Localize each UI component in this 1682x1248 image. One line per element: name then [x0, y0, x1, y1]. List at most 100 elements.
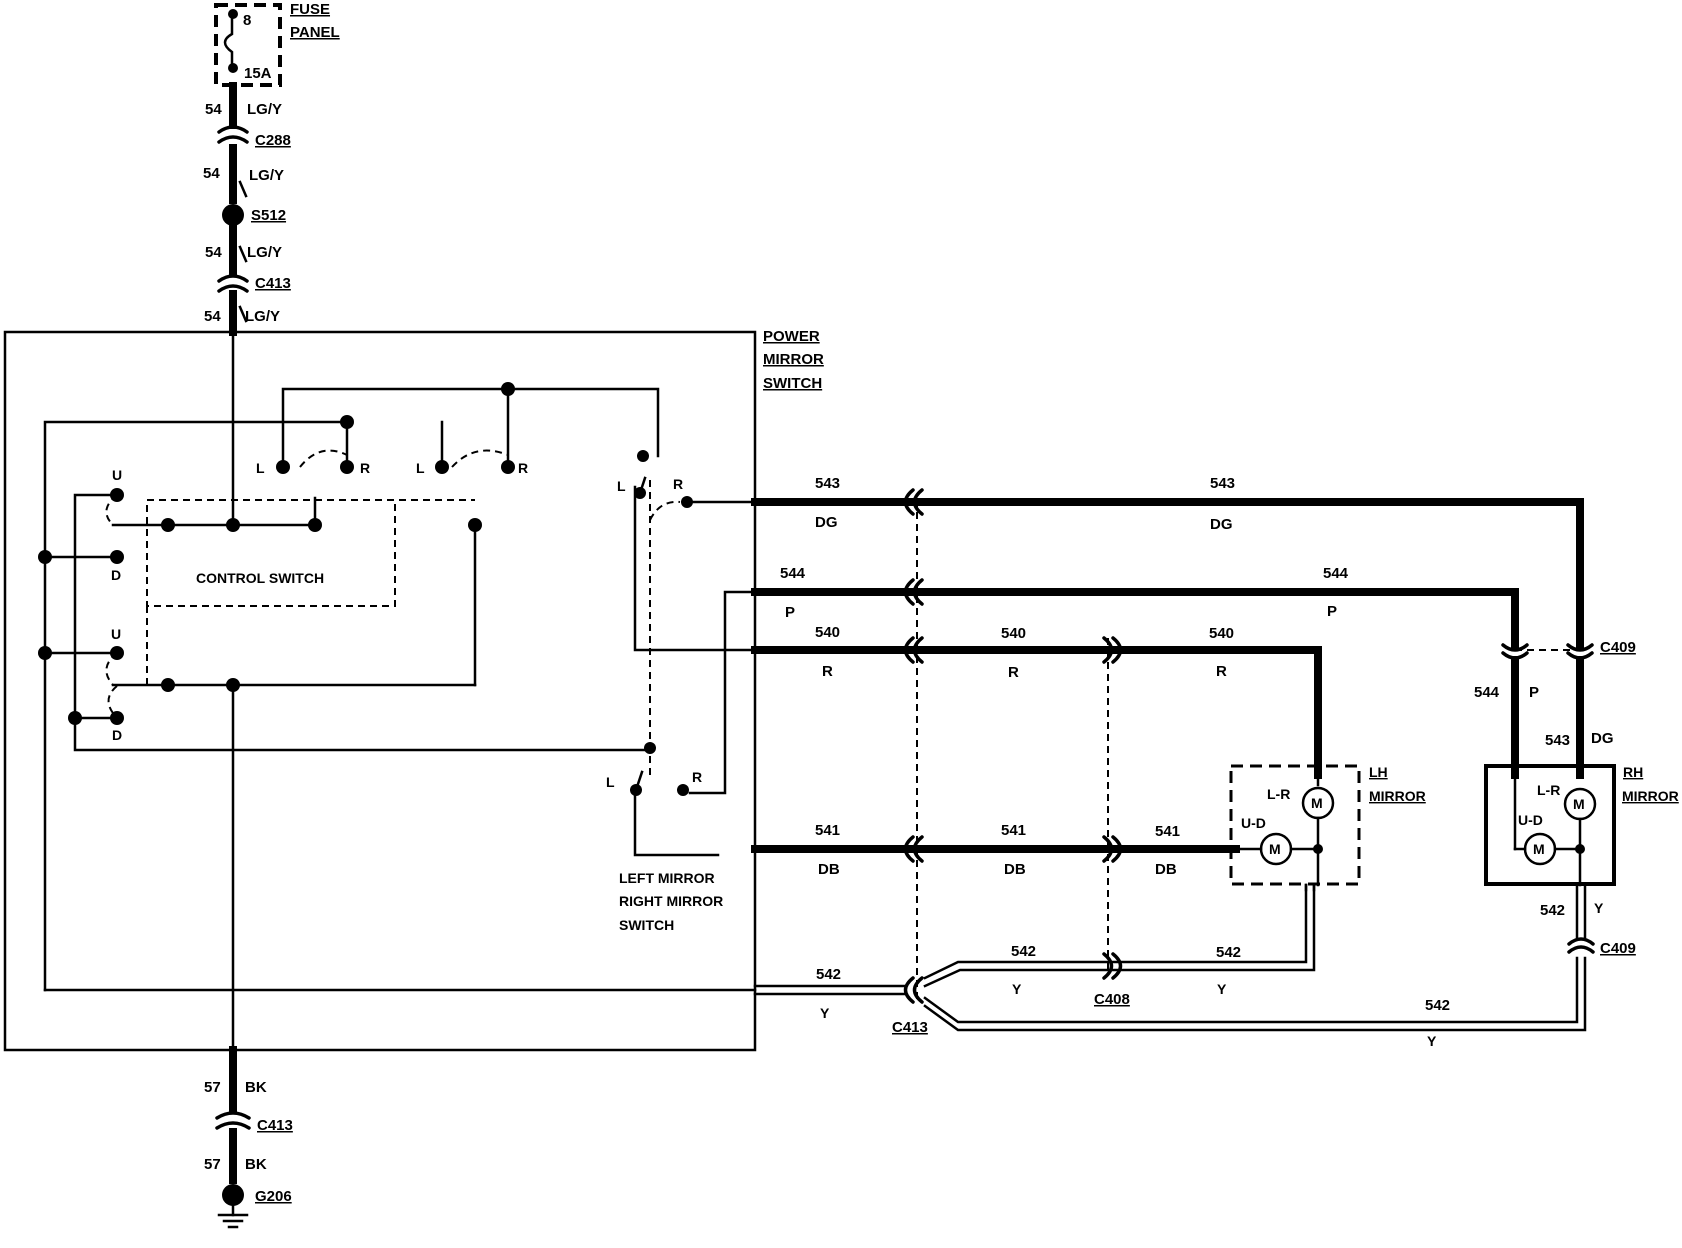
connector-c409-top-label: C409	[1600, 639, 1636, 656]
wire-544-circuit-3: 544	[1474, 684, 1500, 701]
ground-g206	[222, 1184, 244, 1206]
feed-color-2: LG/Y	[249, 167, 284, 184]
ground-wire	[215, 1046, 251, 1229]
ground-connector-label: C413	[257, 1117, 293, 1134]
wire-540-color-3: R	[1216, 663, 1227, 680]
wire-542-color-4: Y	[1427, 1033, 1437, 1049]
wire-543-circuit-1: 543	[815, 475, 840, 492]
splice-s512-label: S512	[251, 207, 286, 224]
rh-mirror-label-line2: MIRROR	[1622, 788, 1679, 804]
wire-542	[753, 883, 1587, 1032]
lh-ud-motor-symbol: M	[1269, 841, 1281, 857]
selector-r-bottom: R	[692, 769, 702, 785]
feed-color-3: LG/Y	[247, 244, 282, 261]
control-switch-label: CONTROL SWITCH	[196, 570, 324, 586]
contact-r-1: R	[360, 460, 370, 476]
selector-switch-label-line2: RIGHT MIRROR	[619, 893, 723, 909]
rh-mirror-label-line1: RH	[1623, 764, 1643, 780]
wire-542-circuit-4: 542	[1425, 997, 1450, 1014]
contact-l-2: L	[416, 460, 425, 476]
wire-542-color-1: Y	[820, 1005, 830, 1021]
wire-543-circuit-3: 543	[1545, 732, 1570, 749]
power-mirror-switch-box	[3, 330, 757, 1052]
lh-mirror-label-line2: MIRROR	[1369, 788, 1426, 804]
wire-540-color-2: R	[1008, 664, 1019, 681]
wire-544-color-3: P	[1529, 684, 1539, 701]
fuse-number: 8	[243, 12, 251, 29]
wire-543-circuit-2: 543	[1210, 475, 1235, 492]
wire-540-circuit-3: 540	[1209, 625, 1234, 642]
ground-color-top: BK	[245, 1079, 267, 1096]
feed-circuit-4: 54	[204, 308, 221, 325]
rh-lr-label: L-R	[1537, 782, 1560, 798]
switch-internal-wiring	[43, 330, 757, 1052]
wire-541-color-2: DB	[1004, 861, 1026, 878]
connector-c409-top	[1501, 643, 1594, 660]
rh-ud-label: U-D	[1518, 812, 1543, 828]
wire-542-circuit-2: 542	[1011, 943, 1036, 960]
wire-544-color-1: P	[785, 604, 795, 621]
rh-lr-motor-symbol: M	[1573, 796, 1585, 812]
selector-l-bottom: L	[606, 774, 615, 790]
power-feed-wire	[217, 82, 249, 336]
selector-l-top: L	[617, 478, 626, 494]
feed-color-1: LG/Y	[247, 101, 282, 118]
fuse-panel-label-line1: FUSE	[290, 1, 330, 18]
wire-542-circuit-3: 542	[1216, 944, 1241, 961]
wire-543	[751, 498, 1584, 779]
wire-544	[751, 588, 1519, 779]
wire-541-circuit-2: 541	[1001, 822, 1026, 839]
wire-540	[751, 646, 1322, 779]
wire-541-circuit-1: 541	[815, 822, 840, 839]
wire-542-color-5: Y	[1594, 900, 1604, 916]
feed-circuit-3: 54	[205, 244, 222, 261]
wire-541-circuit-3: 541	[1155, 823, 1180, 840]
wire-544-circuit-2: 544	[1323, 565, 1349, 582]
connector-c413-label: C413	[892, 1019, 928, 1036]
switch-linkages	[105, 449, 681, 780]
connector-c408-label: C408	[1094, 991, 1130, 1008]
contact-d-2: D	[112, 727, 122, 743]
connector-c408	[1102, 636, 1123, 980]
contact-l-1: L	[256, 460, 265, 476]
connector-c413	[903, 488, 924, 1004]
wire-540-circuit-1: 540	[815, 624, 840, 641]
contact-u-1: U	[112, 467, 122, 483]
selector-r-top: R	[673, 476, 683, 492]
lh-mirror	[1229, 764, 1361, 892]
control-switch-contacts	[38, 382, 515, 725]
wire-542-circuit-1: 542	[816, 966, 841, 983]
selector-switch	[630, 450, 693, 796]
wire-544-circuit-1: 544	[780, 565, 806, 582]
ground-point-label: G206	[255, 1188, 292, 1205]
splice-s512	[222, 204, 244, 226]
connector-c413-top-label: C413	[255, 275, 291, 292]
power-mirror-switch-label-line3: SWITCH	[763, 375, 822, 392]
wire-540-color-1: R	[822, 663, 833, 680]
power-mirror-switch-label-line1: POWER	[763, 328, 820, 345]
wire-542-color-3: Y	[1217, 981, 1227, 997]
wire-542-circuit-5: 542	[1540, 902, 1565, 919]
wire-541-color-3: DB	[1155, 861, 1177, 878]
fuse-rating: 15A	[244, 65, 272, 82]
selector-switch-label-line3: SWITCH	[619, 917, 674, 933]
ground-color-bottom: BK	[245, 1156, 267, 1173]
feed-color-4: LG/Y	[245, 308, 280, 325]
selector-switch-label-line1: LEFT MIRROR	[619, 870, 715, 886]
power-mirror-switch-label-line2: MIRROR	[763, 351, 824, 368]
lh-lr-motor-symbol: M	[1311, 795, 1323, 811]
wire-543-color-1: DG	[815, 514, 838, 531]
rh-ud-motor-symbol: M	[1533, 841, 1545, 857]
wire-540-circuit-2: 540	[1001, 625, 1026, 642]
lh-ud-label: U-D	[1241, 815, 1266, 831]
wire-541-color-1: DB	[818, 861, 840, 878]
fuse-panel-label-line2: PANEL	[290, 24, 340, 41]
contact-r-2: R	[518, 460, 528, 476]
wire-543-color-3: DG	[1591, 730, 1614, 747]
ground-circuit-bottom: 57	[204, 1156, 221, 1173]
feed-circuit-2: 54	[203, 165, 220, 182]
connector-c409-bottom	[1567, 937, 1595, 954]
wire-542-color-2: Y	[1012, 981, 1022, 997]
lh-lr-label: L-R	[1267, 786, 1290, 802]
